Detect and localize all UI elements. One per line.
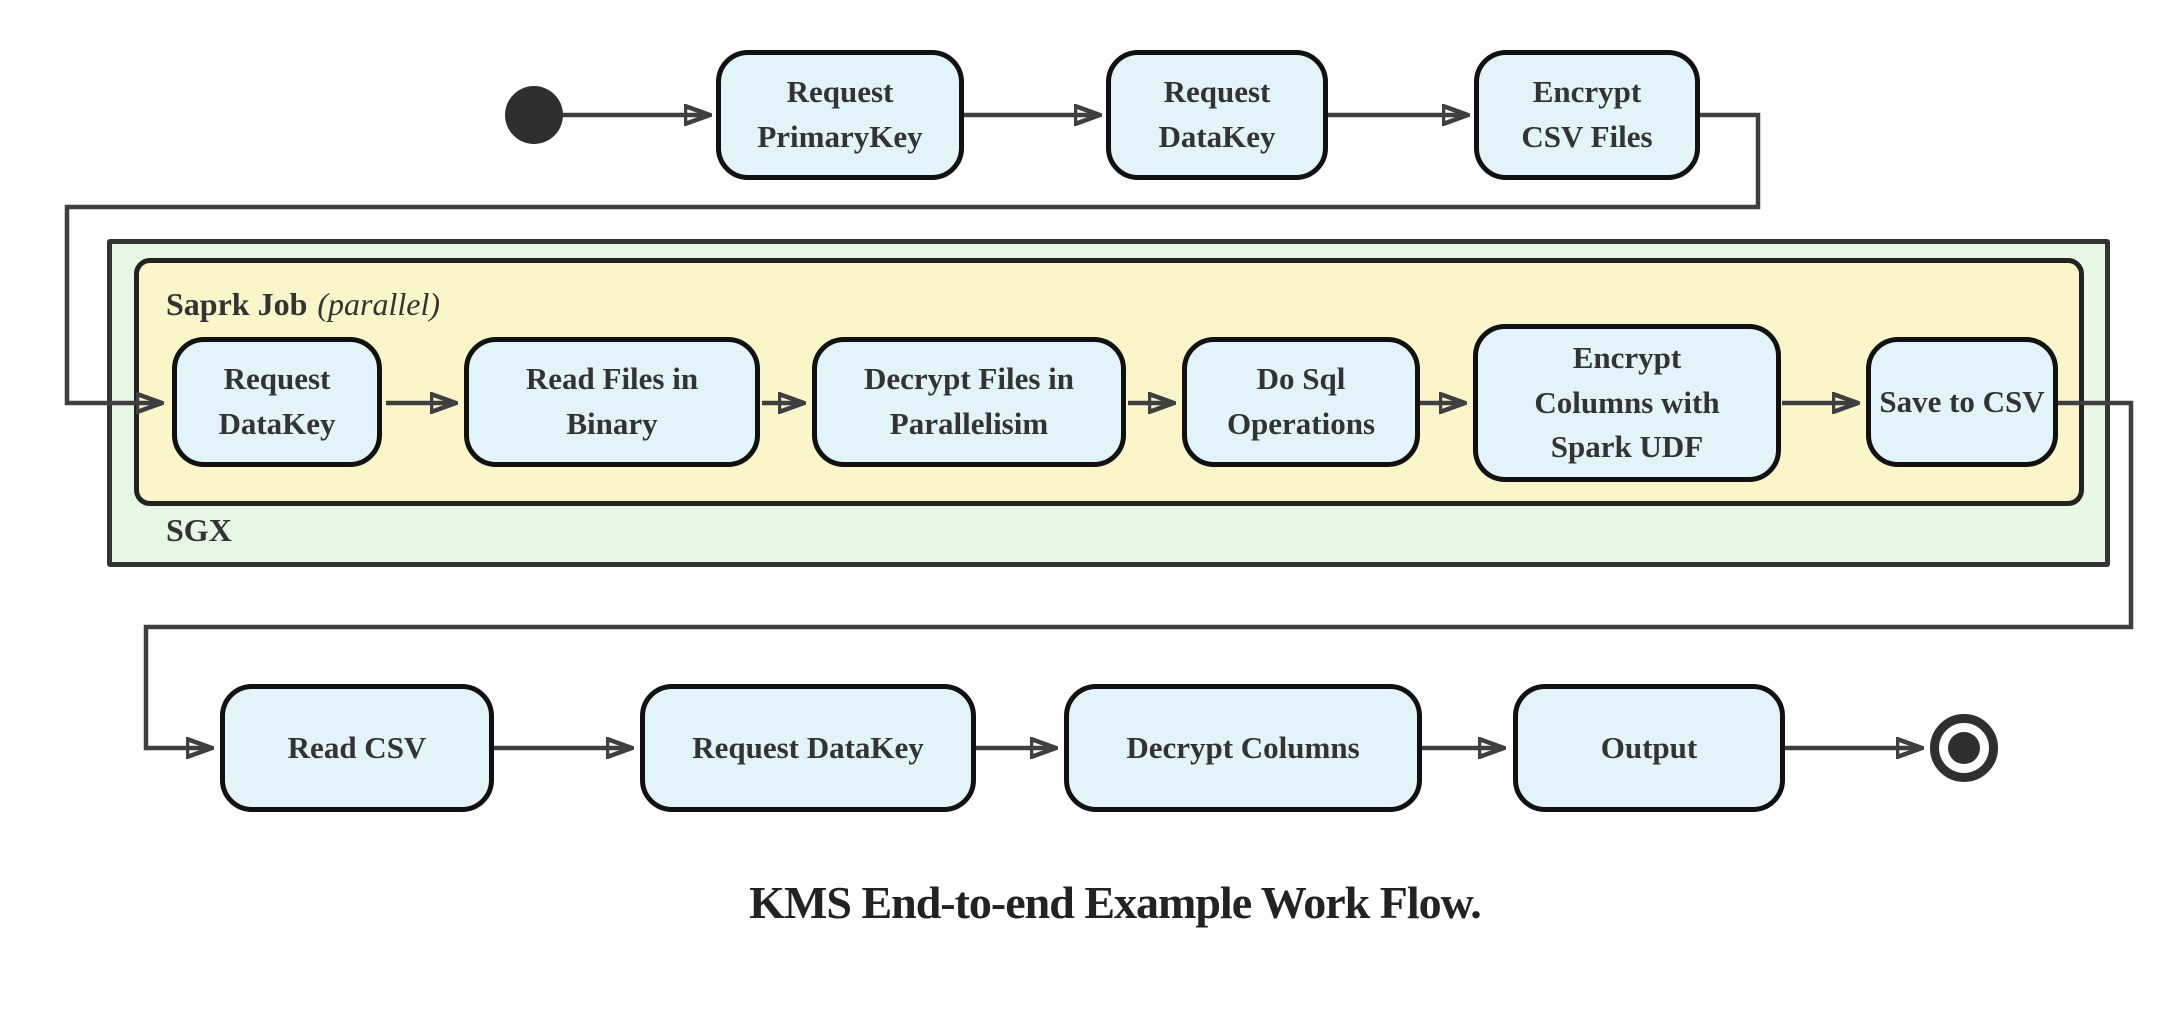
spark-job-label-text: Saprk Job [166,286,308,322]
node-request-datakey-top: Request DataKey [1106,50,1328,180]
edge-save-csv-to-read-csv [143,400,2134,748]
node-encrypt-columns-with-spark-udf: Encrypt Columns with Spark UDF [1473,324,1781,482]
spark-job-annotation: (parallel) [317,286,441,322]
node-read-files-in-binary: Read Files in Binary [464,337,760,467]
node-do-sql-operations: Do Sql Operations [1182,337,1420,467]
node-request-primarykey: Request PrimaryKey [716,50,964,180]
diagram-title: KMS End-to-end Example Work Flow. [749,877,1482,928]
node-read-csv: Read CSV [220,684,494,812]
edge-encrypt-csv-to-sgx-request-datakey [64,112,1761,403]
sgx-label-text: SGX [166,512,232,548]
end-node-inner-dot [1948,732,1980,764]
start-node [505,86,563,144]
sgx-label: SGX [166,512,232,549]
node-encrypt-csv-files: Encrypt CSV Files [1474,50,1700,180]
node-request-datakey-bottom: Request DataKey [640,684,976,812]
spark-job-label: Saprk Job(parallel) [166,286,440,323]
node-decrypt-files-in-parallelisim: Decrypt Files in Parallelisim [812,337,1126,467]
node-output: Output [1513,684,1785,812]
node-save-to-csv: Save to CSV [1866,337,2058,467]
node-decrypt-columns: Decrypt Columns [1064,684,1422,812]
end-node [1930,714,1998,782]
node-request-datakey-sgx: Request DataKey [172,337,382,467]
